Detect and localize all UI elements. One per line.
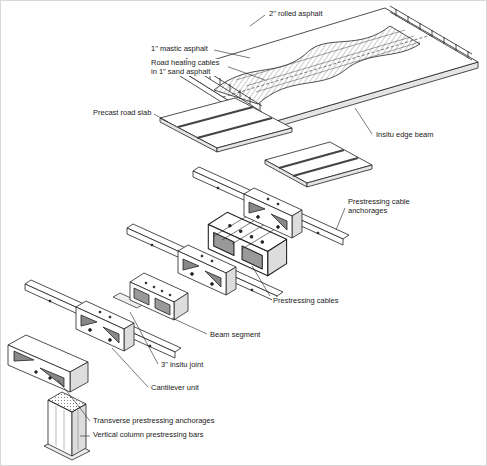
column	[44, 392, 90, 460]
part-label: 1" mastic asphalt	[150, 45, 209, 54]
precast-slab	[160, 98, 372, 187]
railing	[186, 6, 472, 112]
beam-segment	[130, 273, 188, 320]
part-label: Prestressing cables	[272, 297, 339, 306]
part-label: Prestressing cable anchorages	[347, 198, 411, 215]
part-label: Transverse prestressing anchorages	[92, 417, 215, 426]
part-label: Insitu edge beam	[375, 131, 435, 140]
part-label: Precast road slab	[92, 109, 152, 118]
column-head	[8, 335, 88, 392]
part-label: Cantilever unit	[150, 384, 200, 393]
part-label: Vertical column prestressing bars	[92, 431, 204, 440]
part-label: Road heating cables in 1" sand asphalt	[150, 59, 228, 76]
part-label: 3" insitu joint	[160, 361, 204, 370]
cantilever-unit	[193, 167, 349, 245]
part-label: Beam segment	[209, 331, 261, 340]
leader-line	[58, 15, 372, 436]
part-label: 2" rolled asphalt	[268, 10, 324, 19]
